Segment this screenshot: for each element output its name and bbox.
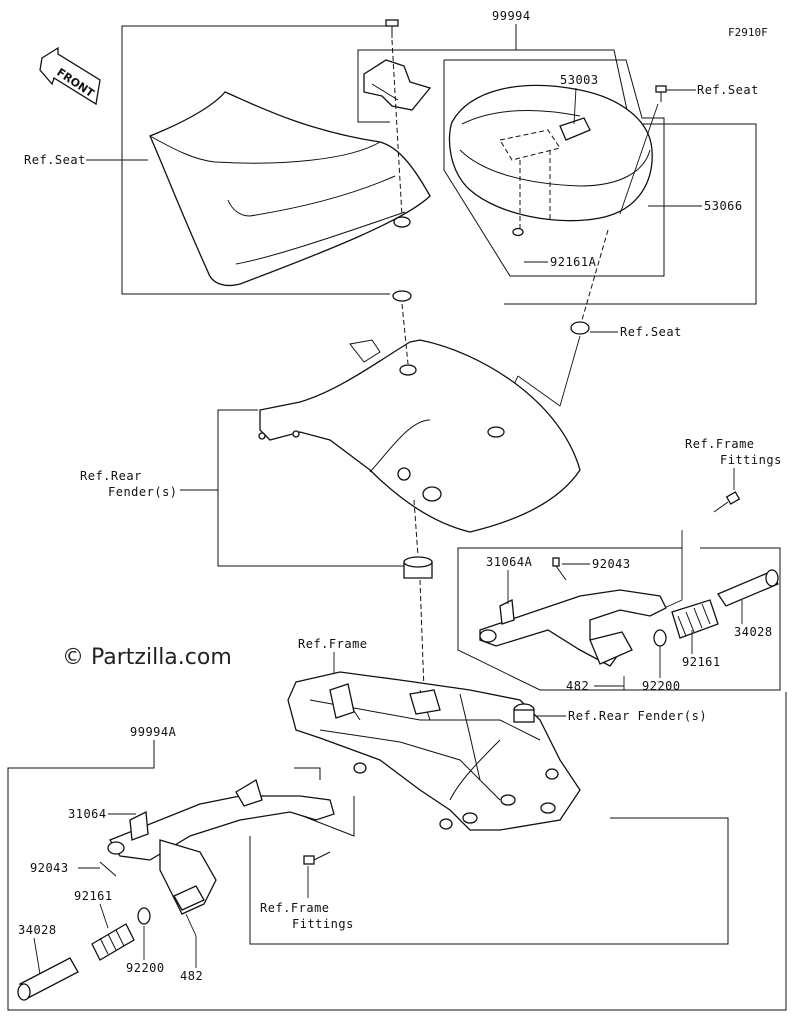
washer-92200-right: [653, 629, 667, 647]
label-99994a: 99994A: [130, 725, 177, 739]
label-92161-left: 92161: [74, 889, 113, 903]
label-31064a: 31064A: [486, 555, 533, 569]
rear-sub-frame: [287, 671, 581, 831]
label-92161a: 92161A: [550, 255, 597, 269]
bolt-frame-fittings-bottom-icon: [303, 851, 331, 865]
label-482-right: 482: [566, 679, 589, 693]
ref-seat-top-label: Ref.Seat: [697, 83, 759, 97]
ref-frame-fittings-bottom-label-1: Ref.Frame: [260, 901, 330, 915]
left-footpeg-rubber-92161: [91, 923, 135, 961]
rider-seat-group: Ref.Seat: [24, 19, 432, 302]
grommet-92161a: [512, 227, 524, 237]
passenger-seat-group: 99994 Ref.Seat 53003 53066 92161A Ref.Se…: [357, 9, 759, 429]
seat-washer: [392, 290, 412, 302]
label-31064: 31064: [68, 807, 107, 821]
watermark: © Partzilla.com: [62, 645, 232, 670]
label-34028-right: 34028: [734, 625, 773, 639]
bolt-top-icon: [385, 19, 399, 38]
label-53003: 53003: [560, 73, 599, 87]
seat-grommet: [393, 216, 411, 228]
ref-rear-fender-frame-label: Ref.Rear Fender(s): [568, 709, 707, 723]
ref-frame-label: Ref.Frame: [298, 637, 368, 651]
bolt-seat-icon: [655, 85, 667, 102]
sub-frame-group: Ref.Frame Ref.Rear Fender(s): [287, 637, 707, 831]
rear-fender: [259, 339, 581, 533]
right-footrest-plate: [589, 631, 633, 665]
rider-seat: [149, 91, 431, 287]
ref-frame-fittings-top-label-2: Fittings: [720, 453, 782, 467]
ref-seat-mid-label: Ref.Seat: [620, 325, 682, 339]
washer-92200-left: [137, 907, 151, 925]
label-53066: 53066: [704, 199, 743, 213]
label-482-left: 482: [180, 969, 203, 983]
ref-seat-washer: [570, 321, 590, 335]
label-92200-right: 92200: [642, 679, 681, 693]
label-92161-right: 92161: [682, 655, 721, 669]
diagram-code: F2910F: [728, 26, 768, 39]
label-92043-right: 92043: [592, 557, 631, 571]
right-footpeg-34028: [717, 571, 779, 607]
rear-fender-group: Ref.Rear Fender(s): [80, 303, 581, 691]
label-92043-left: 92043: [30, 861, 69, 875]
label-92200-left: 92200: [126, 961, 165, 975]
right-footrest-group: Ref.Frame Fittings 31064A 92043 34028 92…: [457, 437, 782, 693]
front-arrow-icon: FRONT: [39, 46, 101, 106]
left-footrest-group: 99994A Ref.Frame Fittings 31064 92043: [7, 692, 787, 1011]
ref-frame-fittings-bottom-label-2: Fittings: [292, 917, 354, 931]
ref-rear-fender-label-2: Fender(s): [108, 485, 178, 499]
seat-bracket: [363, 59, 432, 111]
label-34028-left: 34028: [18, 923, 57, 937]
label-99994: 99994: [492, 9, 531, 23]
ref-frame-fittings-top-label-1: Ref.Frame: [685, 437, 755, 451]
ref-seat-left-label: Ref.Seat: [24, 153, 86, 167]
ref-rear-fender-label-1: Ref.Rear: [80, 469, 142, 483]
bolt-frame-fittings-top-icon: [713, 491, 741, 513]
passenger-seat: [448, 84, 653, 222]
right-footrest-bracket: [479, 589, 667, 667]
